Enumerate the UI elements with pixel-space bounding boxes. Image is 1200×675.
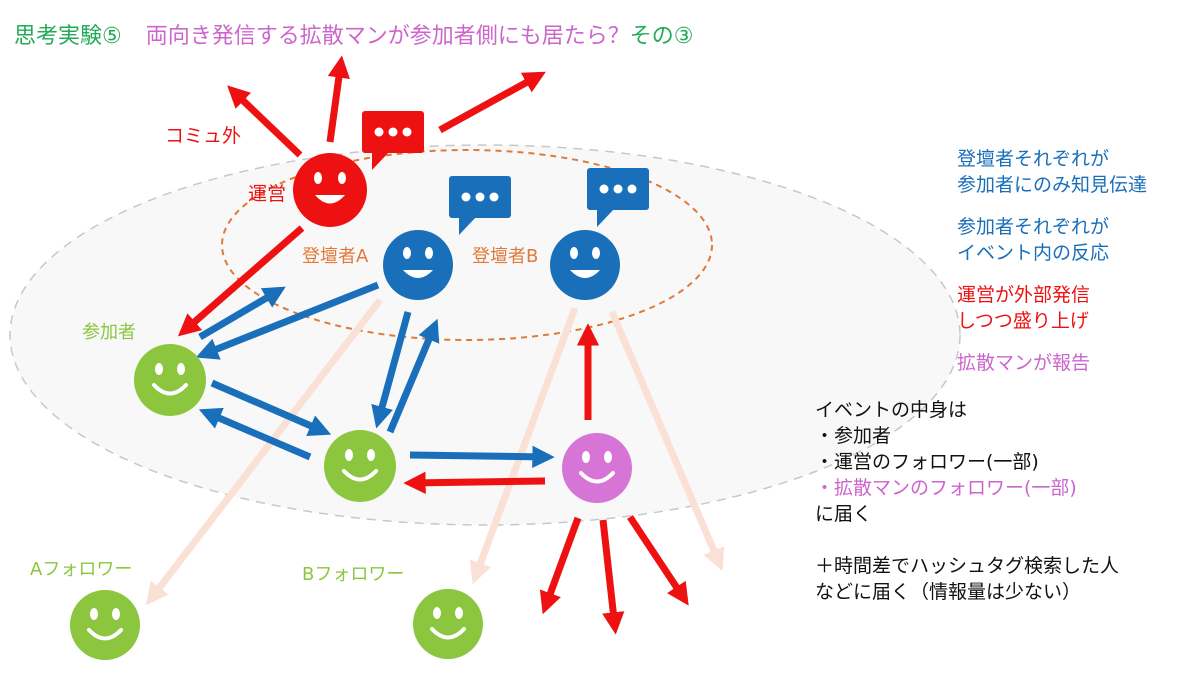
red-arrow-spreader-out-3 [627, 515, 689, 606]
red-arrow-organizer-out-left [227, 85, 303, 158]
red-arrow-spreader-out-1 [539, 516, 582, 615]
legend-line: 参加者それぞれが [957, 216, 1110, 238]
summary-line: などに届く（情報量は少ない） [815, 581, 1082, 603]
follower-a-face-icon [70, 590, 140, 660]
spreader-face-icon [562, 433, 632, 503]
follower-b-label: Bフォロワー [302, 564, 404, 585]
blue-arrow-participant-to-participant2 [210, 379, 332, 437]
participant2-face-icon [324, 430, 396, 502]
red-arrow-organizer-out-right [438, 71, 546, 134]
summary-line: ・運営のフォロワー(一部) [815, 451, 1039, 473]
legend-line: 拡散マンが報告 [957, 352, 1091, 374]
organizer-label: 運営 [248, 183, 286, 205]
faint-arrow-to-b-followers [469, 306, 579, 585]
blue-arrow-participant-to-speaker-a [198, 286, 286, 341]
summary-notes: イベントの中身は ・参加者 ・運営のフォロワー(一部) ・拡散マンのフォロワー(… [815, 397, 1119, 605]
speech-bubble-icon-speaker-a [449, 176, 511, 235]
blue-arrow-participant2-to-participant [198, 407, 312, 461]
legend-line: イベント内の反応 [957, 242, 1110, 264]
organizer-face-icon [293, 153, 367, 227]
blue-arrow-speaker-a-to-participant [195, 281, 380, 360]
speaker-b-label: 登壇者B [472, 246, 538, 267]
follower-b-face-icon [413, 589, 483, 659]
legend-notes: 登壇者それぞれが 参加者にのみ知見伝達 参加者それぞれが イベント内の反応 運営… [957, 146, 1147, 376]
participant-label: 参加者 [82, 322, 136, 343]
legend-line: しつつ盛り上げ [957, 310, 1089, 332]
legend-line: 運営が外部発信 [957, 284, 1091, 306]
outside-community-label: コミュ外 [165, 125, 241, 147]
red-arrow-organizer-out-up [326, 55, 350, 143]
speaker-b-face-icon [550, 230, 620, 300]
summary-line: イベントの中身は [815, 399, 968, 421]
speech-bubble-icon-speaker-b [587, 168, 649, 227]
summary-line: ＋時間差でハッシュタグ検索した人 [815, 555, 1120, 577]
speaker-a-face-icon [383, 230, 453, 300]
blue-arrow-participant2-to-spreader [409, 445, 555, 468]
summary-line: ・参加者 [815, 425, 892, 447]
blue-arrow-participant2-to-speaker-a [386, 318, 440, 434]
speaker-a-label: 登壇者A [302, 246, 369, 267]
legend-line: 登壇者それぞれが [957, 148, 1110, 170]
follower-a-label: Aフォロワー [30, 559, 132, 580]
legend-line: 参加者にのみ知見伝達 [957, 174, 1148, 196]
red-arrow-organizer-to-participant [177, 225, 305, 337]
summary-line: に届く [815, 503, 873, 525]
speakers-ellipse [221, 149, 713, 341]
participant-face-icon [134, 344, 206, 416]
summary-line: ・拡散マンのフォロワー(一部) [815, 477, 1077, 499]
blue-arrow-speaker-a-to-participant2 [371, 311, 412, 429]
red-arrow-spreader-to-participant2 [403, 471, 546, 494]
faint-arrow-to-a-followers [145, 297, 383, 606]
speech-bubble-icon-organizer [362, 111, 424, 170]
faint-arrow-outward-right [608, 310, 725, 572]
red-arrow-spreader-out-2 [599, 519, 625, 635]
